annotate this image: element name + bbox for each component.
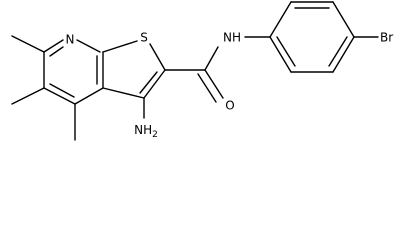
methyl-bond-c5	[11, 87, 45, 105]
atom-label-amino: NH2	[134, 123, 158, 140]
bond-s-c2	[149, 43, 166, 71]
bond-n-c7a	[76, 39, 101, 53]
atom-label-nitrogen: N	[66, 33, 75, 47]
bond-c4-c5-inner	[49, 83, 75, 98]
bromophenyl-ring	[269, 1, 379, 73]
carboxamide-group	[164, 36, 271, 103]
atom-label-oxygen: O	[225, 99, 234, 113]
bond-c3a-c4	[74, 87, 104, 105]
atom-label-amide-nh: NH	[223, 31, 241, 45]
bond-c7a-s	[102, 40, 138, 53]
bond-ar4	[332, 36, 355, 73]
pyridine-ring	[43, 39, 104, 105]
thiophene-ring	[102, 40, 166, 99]
atom-label-bromine: Br	[380, 31, 393, 45]
chemical-structure: N S NH O NH2 Br	[11, 1, 393, 141]
bond-ar3	[332, 1, 355, 38]
bond-carbonyl-o	[204, 69, 224, 99]
bond-ar4-inner	[328, 36, 348, 67]
atom-label-sulfur: S	[140, 31, 148, 45]
bond-c2-c3	[143, 69, 166, 99]
methyl-groups	[11, 35, 76, 141]
bond-ar6-inner	[276, 36, 296, 67]
bond-ar1	[269, 1, 292, 38]
bond-carbonyl-nh	[204, 46, 219, 71]
bond-c6-n	[43, 39, 64, 53]
bond-ar6	[269, 36, 292, 73]
methyl-bond-c6	[11, 35, 45, 53]
bond-c2-c3-inner	[139, 71, 158, 94]
bond-c4-c5	[43, 87, 76, 105]
bond-c6-n-inner	[49, 46, 64, 57]
bond-c3-c3a	[102, 87, 145, 99]
bond-carbonyl-o-inner	[197, 73, 217, 103]
amino-nh-text: NH	[134, 123, 152, 137]
amino-subscript: 2	[152, 130, 158, 140]
